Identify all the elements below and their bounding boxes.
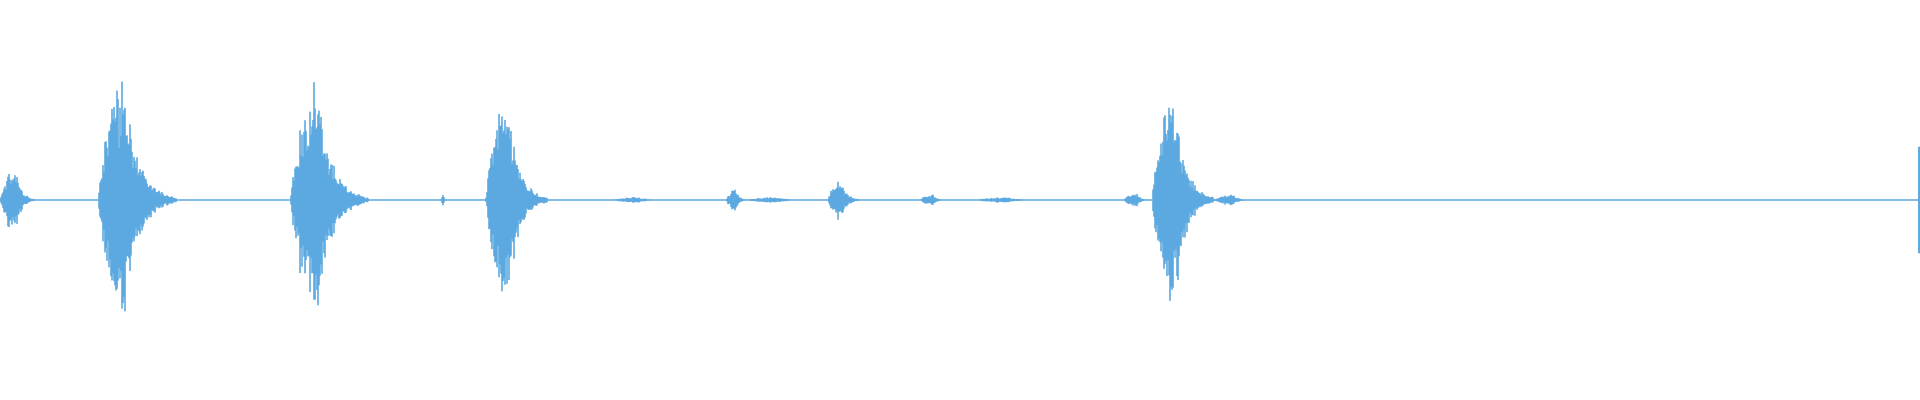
waveform-event-6 <box>610 197 670 203</box>
waveform-event-11 <box>974 197 1043 203</box>
waveform-event-1 <box>0 173 37 227</box>
waveform-event-8 <box>744 197 812 203</box>
waveform-event-14 <box>1213 194 1253 206</box>
waveform-event-9 <box>827 181 862 220</box>
waveform-event-10 <box>919 194 948 205</box>
waveform-event-12 <box>1123 194 1152 207</box>
waveform-event-3 <box>289 82 369 306</box>
waveform-event-5 <box>485 114 548 292</box>
waveform-event-4 <box>440 195 448 206</box>
waveform-event-13 <box>1152 107 1214 301</box>
waveform-events <box>0 81 1253 312</box>
waveform-event-2 <box>97 81 177 312</box>
